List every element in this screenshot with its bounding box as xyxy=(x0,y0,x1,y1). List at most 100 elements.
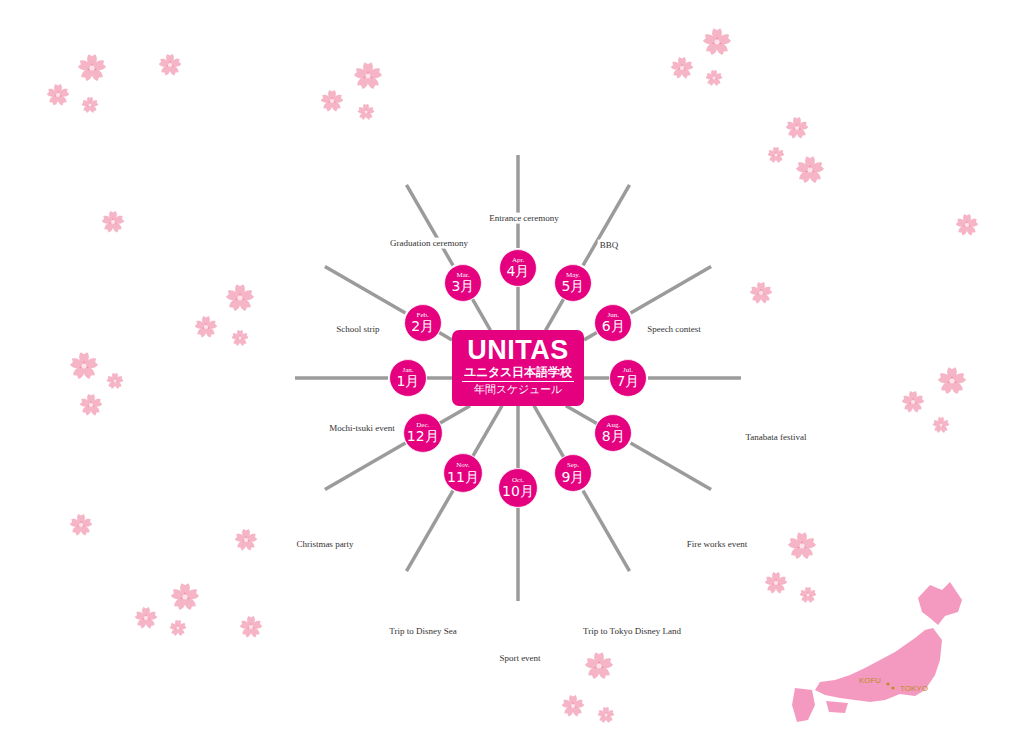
cherry-blossom xyxy=(77,54,106,82)
month-number: 6月 xyxy=(602,319,625,334)
event-label: Speech contest xyxy=(645,324,703,335)
month-circle: Oct.10月 xyxy=(498,468,538,508)
map-island xyxy=(826,701,848,713)
month-circle: May.5月 xyxy=(554,264,592,302)
cherry-blossom xyxy=(353,62,382,90)
spoke xyxy=(407,185,454,266)
cherry-blossom xyxy=(79,394,102,416)
spoke xyxy=(648,376,741,380)
month-circle: Dec.12月 xyxy=(403,413,443,453)
map-dot xyxy=(886,682,889,685)
cherry-blossom xyxy=(787,532,816,560)
cherry-blossom xyxy=(937,367,966,395)
event-label: Sport event xyxy=(497,653,542,664)
spoke-connector xyxy=(440,406,470,423)
month-circle: Mar.3月 xyxy=(444,264,482,302)
month-abbr: May. xyxy=(566,272,580,279)
city-label: KOFU xyxy=(859,677,881,685)
cherry-blossom xyxy=(901,391,924,413)
month-number: 7月 xyxy=(617,374,640,389)
month-abbr: Feb. xyxy=(417,312,429,319)
spoke xyxy=(407,491,454,571)
month-abbr: Nov. xyxy=(456,462,469,469)
month-abbr: Dec. xyxy=(416,422,429,429)
circle-fill xyxy=(610,360,647,397)
cherry-blossom xyxy=(955,214,978,236)
cherry-blossom xyxy=(106,373,123,390)
map-island xyxy=(918,582,962,625)
event-label: Mochi-tsuki event xyxy=(327,423,397,434)
month-circle: Aug.8月 xyxy=(594,414,632,452)
circle-fill xyxy=(500,250,537,287)
month-circle: Apr.4月 xyxy=(499,249,537,287)
month-circle: Jan.1月 xyxy=(389,359,427,397)
spoke xyxy=(295,376,388,380)
cherry-blossom xyxy=(764,572,787,594)
month-circle: Jul.7月 xyxy=(609,359,647,397)
cherry-blossom xyxy=(584,652,613,680)
event-label: Trip to Tokyo Disney Land xyxy=(581,626,683,637)
circle-fill xyxy=(555,455,592,492)
cherry-blossom xyxy=(705,70,722,87)
spoke-connector xyxy=(473,406,502,456)
spoke xyxy=(325,267,406,314)
cherry-blossom xyxy=(357,104,374,121)
cherry-blossom xyxy=(158,54,181,76)
cherry-blossom xyxy=(932,417,949,434)
event-label: Christmas party xyxy=(294,539,355,550)
spoke-connector xyxy=(566,406,597,424)
spoke-connector xyxy=(516,287,520,330)
spoke xyxy=(631,443,712,490)
spoke xyxy=(583,491,630,571)
event-label: Tanabata festival xyxy=(743,432,808,443)
cherry-blossom xyxy=(749,282,772,304)
event-label: Graduation ceremony xyxy=(388,238,470,249)
spoke-connector xyxy=(534,406,564,457)
month-number: 12月 xyxy=(407,429,439,444)
spoke xyxy=(325,443,406,490)
spoke-connector xyxy=(516,406,520,468)
event-label: BBQ xyxy=(598,240,621,251)
subtitle-text: 年間スケジュール xyxy=(474,382,562,399)
month-abbr: Jun. xyxy=(608,312,619,319)
cherry-blossom xyxy=(670,57,693,79)
spoke xyxy=(583,185,630,266)
cherry-blossom xyxy=(194,316,217,338)
cherry-blossom xyxy=(702,28,731,56)
cherry-blossom xyxy=(320,90,343,112)
circle-fill xyxy=(403,414,442,453)
subtitle-text: ユニタス日本語学校 xyxy=(462,365,574,383)
month-number: 3月 xyxy=(452,279,475,294)
brand-name: UNITAS xyxy=(467,336,569,364)
month-abbr: Apr. xyxy=(512,257,524,264)
month-number: 5月 xyxy=(562,279,585,294)
month-circle: Jun.6月 xyxy=(594,304,632,342)
title-box: UNITASユニタス日本語学校年間スケジュール xyxy=(452,330,584,405)
circle-fill xyxy=(445,264,482,301)
city-label: TOKYO xyxy=(900,685,928,693)
month-abbr: Aug. xyxy=(606,422,620,429)
cherry-blossom xyxy=(81,97,98,114)
japan-map xyxy=(792,582,962,722)
cherry-blossom xyxy=(597,707,614,724)
cherry-blossom xyxy=(231,330,248,347)
cherry-blossom xyxy=(69,352,98,380)
event-label: Entrance ceremony xyxy=(487,213,561,224)
month-circle: Sep.9月 xyxy=(554,454,592,492)
spoke-connector xyxy=(584,333,597,340)
event-label: Fire works event xyxy=(685,539,750,550)
cherry-blossom xyxy=(785,117,808,139)
cherry-blossoms xyxy=(46,28,978,723)
cherry-blossom xyxy=(101,211,124,233)
event-label: School strip xyxy=(334,324,381,335)
month-abbr: Mar. xyxy=(456,272,469,279)
spoke-connector xyxy=(473,299,491,330)
cherry-blossom xyxy=(69,514,92,536)
cherry-blossom xyxy=(170,583,199,611)
cherry-blossom xyxy=(799,587,816,604)
month-number: 10月 xyxy=(502,484,534,499)
month-number: 11月 xyxy=(447,470,479,485)
outer-spokes xyxy=(295,155,741,601)
spoke xyxy=(631,267,712,314)
circle-fill xyxy=(404,305,441,342)
